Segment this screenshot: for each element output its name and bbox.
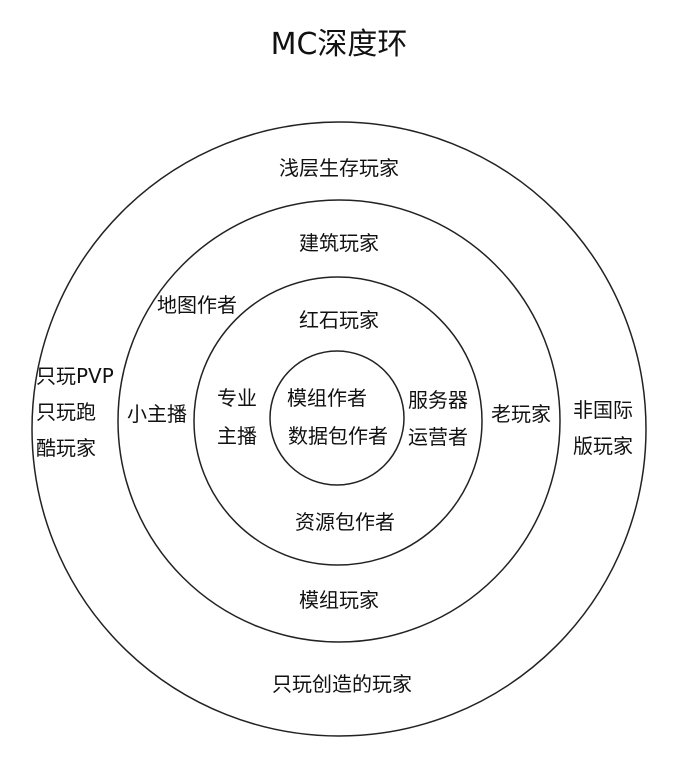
label-pro-streamer-2: 主播 <box>217 424 257 448</box>
label-non-intl-2: 版玩家 <box>573 434 633 458</box>
label-mod-authors: 模组作者 <box>287 386 367 410</box>
label-pro-streamer-1: 专业 <box>217 386 257 410</box>
label-creative-only: 只玩创造的玩家 <box>272 672 412 696</box>
label-resource-pack: 资源包作者 <box>295 510 395 534</box>
label-redstone: 红石玩家 <box>299 308 379 332</box>
label-pvp-only: 只玩PVP <box>36 364 114 388</box>
label-veteran-players: 老玩家 <box>491 402 551 426</box>
label-shallow-survival: 浅层生存玩家 <box>279 156 399 180</box>
label-builders: 建筑玩家 <box>299 231 379 255</box>
core-ring <box>269 350 405 486</box>
label-small-streamers: 小主播 <box>127 402 187 426</box>
outer-ring <box>31 121 647 737</box>
label-map-makers: 地图作者 <box>157 293 237 317</box>
label-mod-players: 模组玩家 <box>299 588 379 612</box>
label-server-ops-1: 服务器 <box>408 388 468 412</box>
third-ring <box>193 276 483 566</box>
label-parkour-only-2: 酷玩家 <box>36 436 96 460</box>
label-non-intl-1: 非国际 <box>573 398 633 422</box>
label-server-ops-2: 运营者 <box>408 425 468 449</box>
second-ring <box>117 199 561 643</box>
label-parkour-only-1: 只玩跑 <box>36 400 96 424</box>
diagram-title: MC深度环 <box>270 27 408 62</box>
label-datapack-authors: 数据包作者 <box>288 424 388 448</box>
